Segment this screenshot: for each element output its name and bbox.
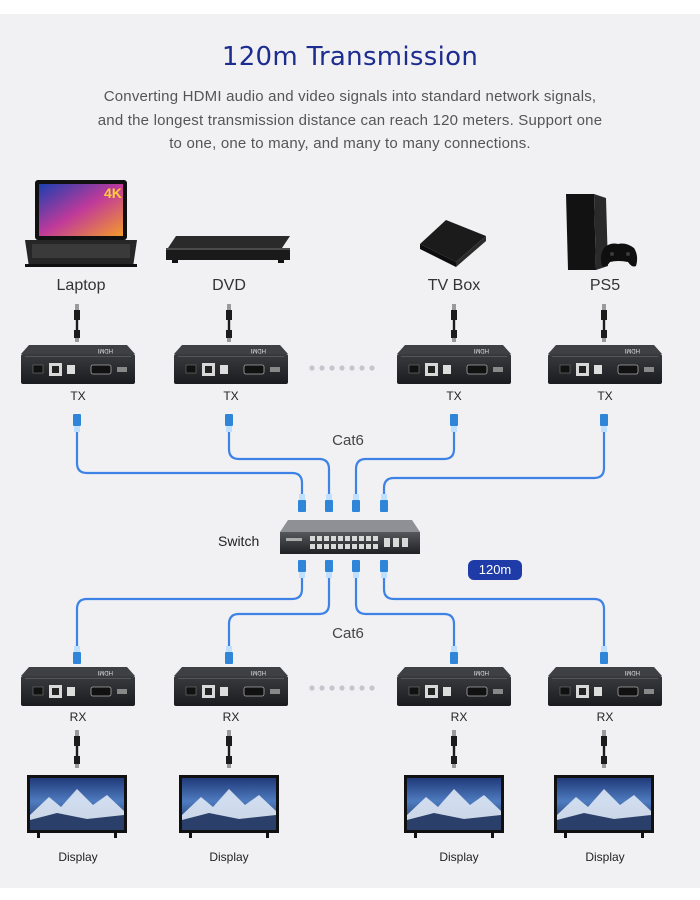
rx-label: RX (69, 710, 87, 724)
hdmi-cable-icon (226, 730, 232, 768)
tx-label: TX (597, 389, 613, 403)
rj45-connector-icon (450, 646, 458, 664)
rj45-connector-icon (380, 560, 388, 578)
tx-extender-icon (547, 344, 663, 385)
display-tv-icon (554, 775, 654, 838)
tx-port-label: HDMI (97, 347, 113, 353)
hdmi-cable-icon (601, 304, 607, 342)
rj45-connector-icon (73, 414, 81, 432)
cat6-label-lower: Cat6 (332, 625, 364, 642)
rj45-connector-icon (600, 646, 608, 664)
display-label: Display (58, 850, 98, 864)
rx-port-label: HDMI (473, 669, 489, 675)
switch-label: Switch (218, 533, 260, 549)
description-line: Converting HDMI audio and video signals … (103, 88, 597, 105)
display-label: Display (585, 850, 625, 864)
rj45-connector-icon (450, 414, 458, 432)
description-line: and the longest transmission distance ca… (97, 111, 603, 129)
tx-label: TX (223, 389, 239, 403)
rj45-connector-icon (352, 560, 360, 578)
display-label: Display (439, 850, 479, 864)
rj45-connector-icon (298, 560, 306, 578)
rx-label: RX (450, 710, 468, 724)
rx-port-label: HDMI (250, 669, 266, 675)
cat6-cable-upper (75, 432, 606, 494)
ps5-console-icon (566, 194, 638, 270)
tx-port-label: HDMI (624, 347, 640, 353)
network-switch-icon (280, 520, 420, 554)
tx-label: TX (70, 389, 86, 403)
description: Converting HDMI audio and video signals … (60, 85, 640, 156)
source-label-ps5: PS5 (589, 277, 621, 294)
description-line: to one, one to many, and many to many co… (169, 135, 531, 152)
rx-port-label: HDMI (97, 669, 113, 675)
rj45-connector-icon (380, 494, 388, 512)
rx-label: RX (596, 710, 614, 724)
source-label-tv-box: TV Box (427, 277, 481, 294)
hdmi-cable-icon (451, 730, 457, 768)
rx-label: RX (222, 710, 240, 724)
hdmi-cable-icon (226, 304, 232, 342)
rj45-connector-icon (325, 494, 333, 512)
tv-box-icon (420, 220, 486, 267)
distance-badge: 120m (468, 560, 522, 580)
hdmi-cable-icon (451, 304, 457, 342)
source-label-laptop: Laptop (56, 277, 106, 294)
tx-extender-icon (396, 344, 512, 385)
tx-extender-icon (173, 344, 289, 385)
more-devices-ellipsis (309, 365, 375, 371)
display-tv-icon (404, 775, 504, 838)
dvd-player-icon (166, 236, 290, 263)
rj45-connector-icon (225, 414, 233, 432)
more-devices-ellipsis (309, 685, 375, 691)
rx-extender-icon (173, 666, 289, 707)
hdmi-cable-icon (601, 730, 607, 768)
tx-extender-icon (20, 344, 136, 385)
tx-port-label: HDMI (473, 347, 489, 353)
tx-label: TX (446, 389, 462, 403)
laptop-icon: 4K (25, 180, 137, 267)
background-panel (0, 14, 700, 888)
hdmi-cable-icon (74, 304, 80, 342)
rj45-connector-icon (352, 494, 360, 512)
rx-extender-icon (20, 666, 136, 707)
source-label-dvd: DVD (212, 277, 246, 294)
rx-extender-icon (396, 666, 512, 707)
cat6-label-upper: Cat6 (332, 432, 364, 449)
rx-extender-icon (547, 666, 663, 707)
display-tv-icon (27, 775, 127, 838)
rj45-connector-icon (73, 646, 81, 664)
rx-port-label: HDMI (624, 669, 640, 675)
display-label: Display (209, 850, 249, 864)
rj45-connector-icon (600, 414, 608, 432)
cat6-cable-lower (75, 578, 606, 648)
rj45-connector-icon (225, 646, 233, 664)
rj45-connector-icon (325, 560, 333, 578)
rj45-connector-icon (298, 494, 306, 512)
tx-port-label: HDMI (250, 347, 266, 353)
display-tv-icon (179, 775, 279, 838)
laptop-4k-badge: 4K (104, 185, 122, 201)
hdmi-cable-icon (74, 730, 80, 768)
page-title: 120m Transmission (221, 42, 479, 72)
